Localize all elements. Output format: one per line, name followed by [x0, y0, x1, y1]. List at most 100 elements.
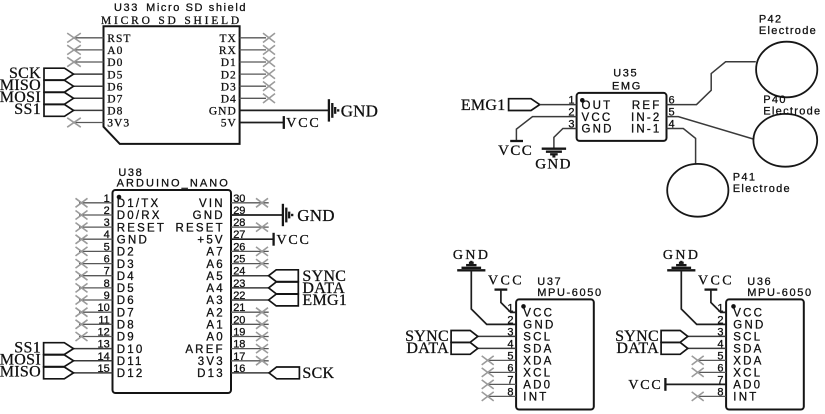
- svg-text:D13: D13: [197, 368, 225, 380]
- svg-text:27: 27: [233, 229, 245, 241]
- svg-text:23: 23: [233, 278, 245, 290]
- svg-text:3: 3: [568, 119, 574, 131]
- svg-text:24: 24: [233, 266, 245, 278]
- svg-text:ARDUINO_NANO: ARDUINO_NANO: [117, 177, 230, 189]
- svg-text:SCL: SCL: [523, 332, 552, 344]
- svg-text:7: 7: [104, 266, 110, 278]
- svg-text:REF: REF: [632, 100, 662, 112]
- svg-text:3V3: 3V3: [198, 356, 225, 368]
- svg-text:D2: D2: [117, 247, 136, 259]
- svg-text:SCK: SCK: [302, 365, 334, 382]
- svg-text:GND: GND: [733, 320, 765, 332]
- svg-text:SDA: SDA: [523, 344, 553, 356]
- svg-text:GND: GND: [117, 234, 149, 246]
- svg-text:1: 1: [507, 302, 513, 314]
- svg-text:VCC: VCC: [286, 116, 320, 131]
- svg-text:GND: GND: [341, 101, 378, 120]
- svg-text:Electrode: Electrode: [759, 25, 817, 37]
- svg-text:D8: D8: [117, 320, 136, 332]
- svg-text:3: 3: [507, 326, 513, 338]
- svg-text:IN-1: IN-1: [631, 124, 662, 136]
- svg-text:+5V: +5V: [197, 234, 224, 246]
- svg-text:26: 26: [233, 241, 245, 253]
- svg-text:5: 5: [507, 350, 513, 362]
- svg-text:DATA: DATA: [616, 340, 659, 357]
- svg-text:3: 3: [104, 217, 110, 229]
- svg-text:A0: A0: [107, 45, 123, 57]
- svg-text:25: 25: [233, 254, 245, 266]
- svg-text:XDA: XDA: [523, 356, 553, 368]
- svg-text:D11: D11: [117, 356, 144, 368]
- svg-text:D6: D6: [107, 81, 123, 93]
- svg-text:7: 7: [507, 374, 513, 386]
- svg-text:VCC: VCC: [582, 112, 613, 124]
- svg-text:14: 14: [98, 351, 110, 363]
- svg-text:A2: A2: [206, 307, 224, 319]
- svg-text:SS1: SS1: [14, 339, 41, 356]
- svg-text:A3: A3: [206, 295, 224, 307]
- svg-text:4: 4: [104, 229, 110, 241]
- svg-text:28: 28: [233, 217, 245, 229]
- svg-text:4: 4: [669, 119, 675, 131]
- svg-text:6: 6: [507, 362, 513, 374]
- svg-text:20: 20: [233, 314, 245, 326]
- svg-text:8: 8: [717, 386, 723, 398]
- svg-text:D4: D4: [117, 271, 136, 283]
- svg-text:D1/TX: D1/TX: [117, 198, 161, 210]
- svg-text:6: 6: [669, 95, 675, 107]
- svg-text:5: 5: [104, 241, 110, 253]
- svg-text:7: 7: [717, 374, 723, 386]
- svg-text:8: 8: [104, 278, 110, 290]
- svg-text:U38: U38: [118, 167, 143, 179]
- svg-text:17: 17: [233, 351, 245, 363]
- svg-text:A5: A5: [206, 271, 224, 283]
- svg-text:1: 1: [104, 193, 110, 205]
- svg-text:VCC: VCC: [698, 274, 734, 289]
- svg-text:13: 13: [98, 339, 110, 351]
- svg-text:U35: U35: [613, 67, 638, 79]
- svg-text:P42: P42: [759, 14, 782, 26]
- svg-text:GND: GND: [209, 106, 237, 118]
- svg-text:MISO: MISO: [0, 77, 41, 94]
- svg-text:10: 10: [98, 302, 110, 314]
- svg-text:2: 2: [568, 107, 574, 119]
- svg-text:RESET: RESET: [117, 222, 166, 234]
- svg-text:SYNC: SYNC: [615, 328, 659, 345]
- svg-text:21: 21: [233, 302, 245, 314]
- svg-text:Electrode: Electrode: [733, 183, 791, 195]
- svg-text:VCC: VCC: [277, 233, 311, 248]
- svg-text:RESET: RESET: [175, 222, 224, 234]
- svg-text:4: 4: [507, 338, 513, 350]
- svg-text:19: 19: [233, 327, 245, 339]
- svg-text:A0: A0: [206, 332, 224, 344]
- svg-text:RX: RX: [219, 45, 237, 57]
- svg-text:D10: D10: [117, 344, 145, 356]
- svg-text:U37: U37: [537, 276, 562, 288]
- svg-text:12: 12: [98, 327, 110, 339]
- svg-text:SS1: SS1: [14, 101, 41, 118]
- svg-text:8: 8: [507, 386, 513, 398]
- svg-text:3V3: 3V3: [107, 118, 130, 130]
- svg-text:SCK: SCK: [9, 65, 41, 82]
- svg-text:OUT: OUT: [582, 100, 613, 112]
- svg-text:MOSI: MOSI: [0, 89, 41, 106]
- svg-text:9: 9: [104, 290, 110, 302]
- svg-text:MOSI: MOSI: [0, 352, 41, 369]
- svg-text:6: 6: [104, 254, 110, 266]
- svg-text:D2: D2: [221, 69, 237, 81]
- svg-text:GND: GND: [663, 248, 701, 263]
- svg-text:P41: P41: [733, 172, 756, 184]
- svg-text:GND: GND: [297, 206, 334, 225]
- svg-text:5: 5: [717, 350, 723, 362]
- svg-text:D9: D9: [117, 332, 136, 344]
- svg-text:IN-2: IN-2: [631, 112, 662, 124]
- svg-text:22: 22: [233, 290, 245, 302]
- svg-text:AD0: AD0: [523, 380, 552, 392]
- svg-text:SCL: SCL: [733, 332, 762, 344]
- svg-text:2: 2: [104, 205, 110, 217]
- svg-text:A6: A6: [206, 259, 224, 271]
- svg-text:2: 2: [507, 314, 513, 326]
- svg-text:EMG1: EMG1: [302, 292, 347, 309]
- svg-text:DATA: DATA: [406, 340, 449, 357]
- svg-text:MPU-6050: MPU-6050: [747, 287, 812, 299]
